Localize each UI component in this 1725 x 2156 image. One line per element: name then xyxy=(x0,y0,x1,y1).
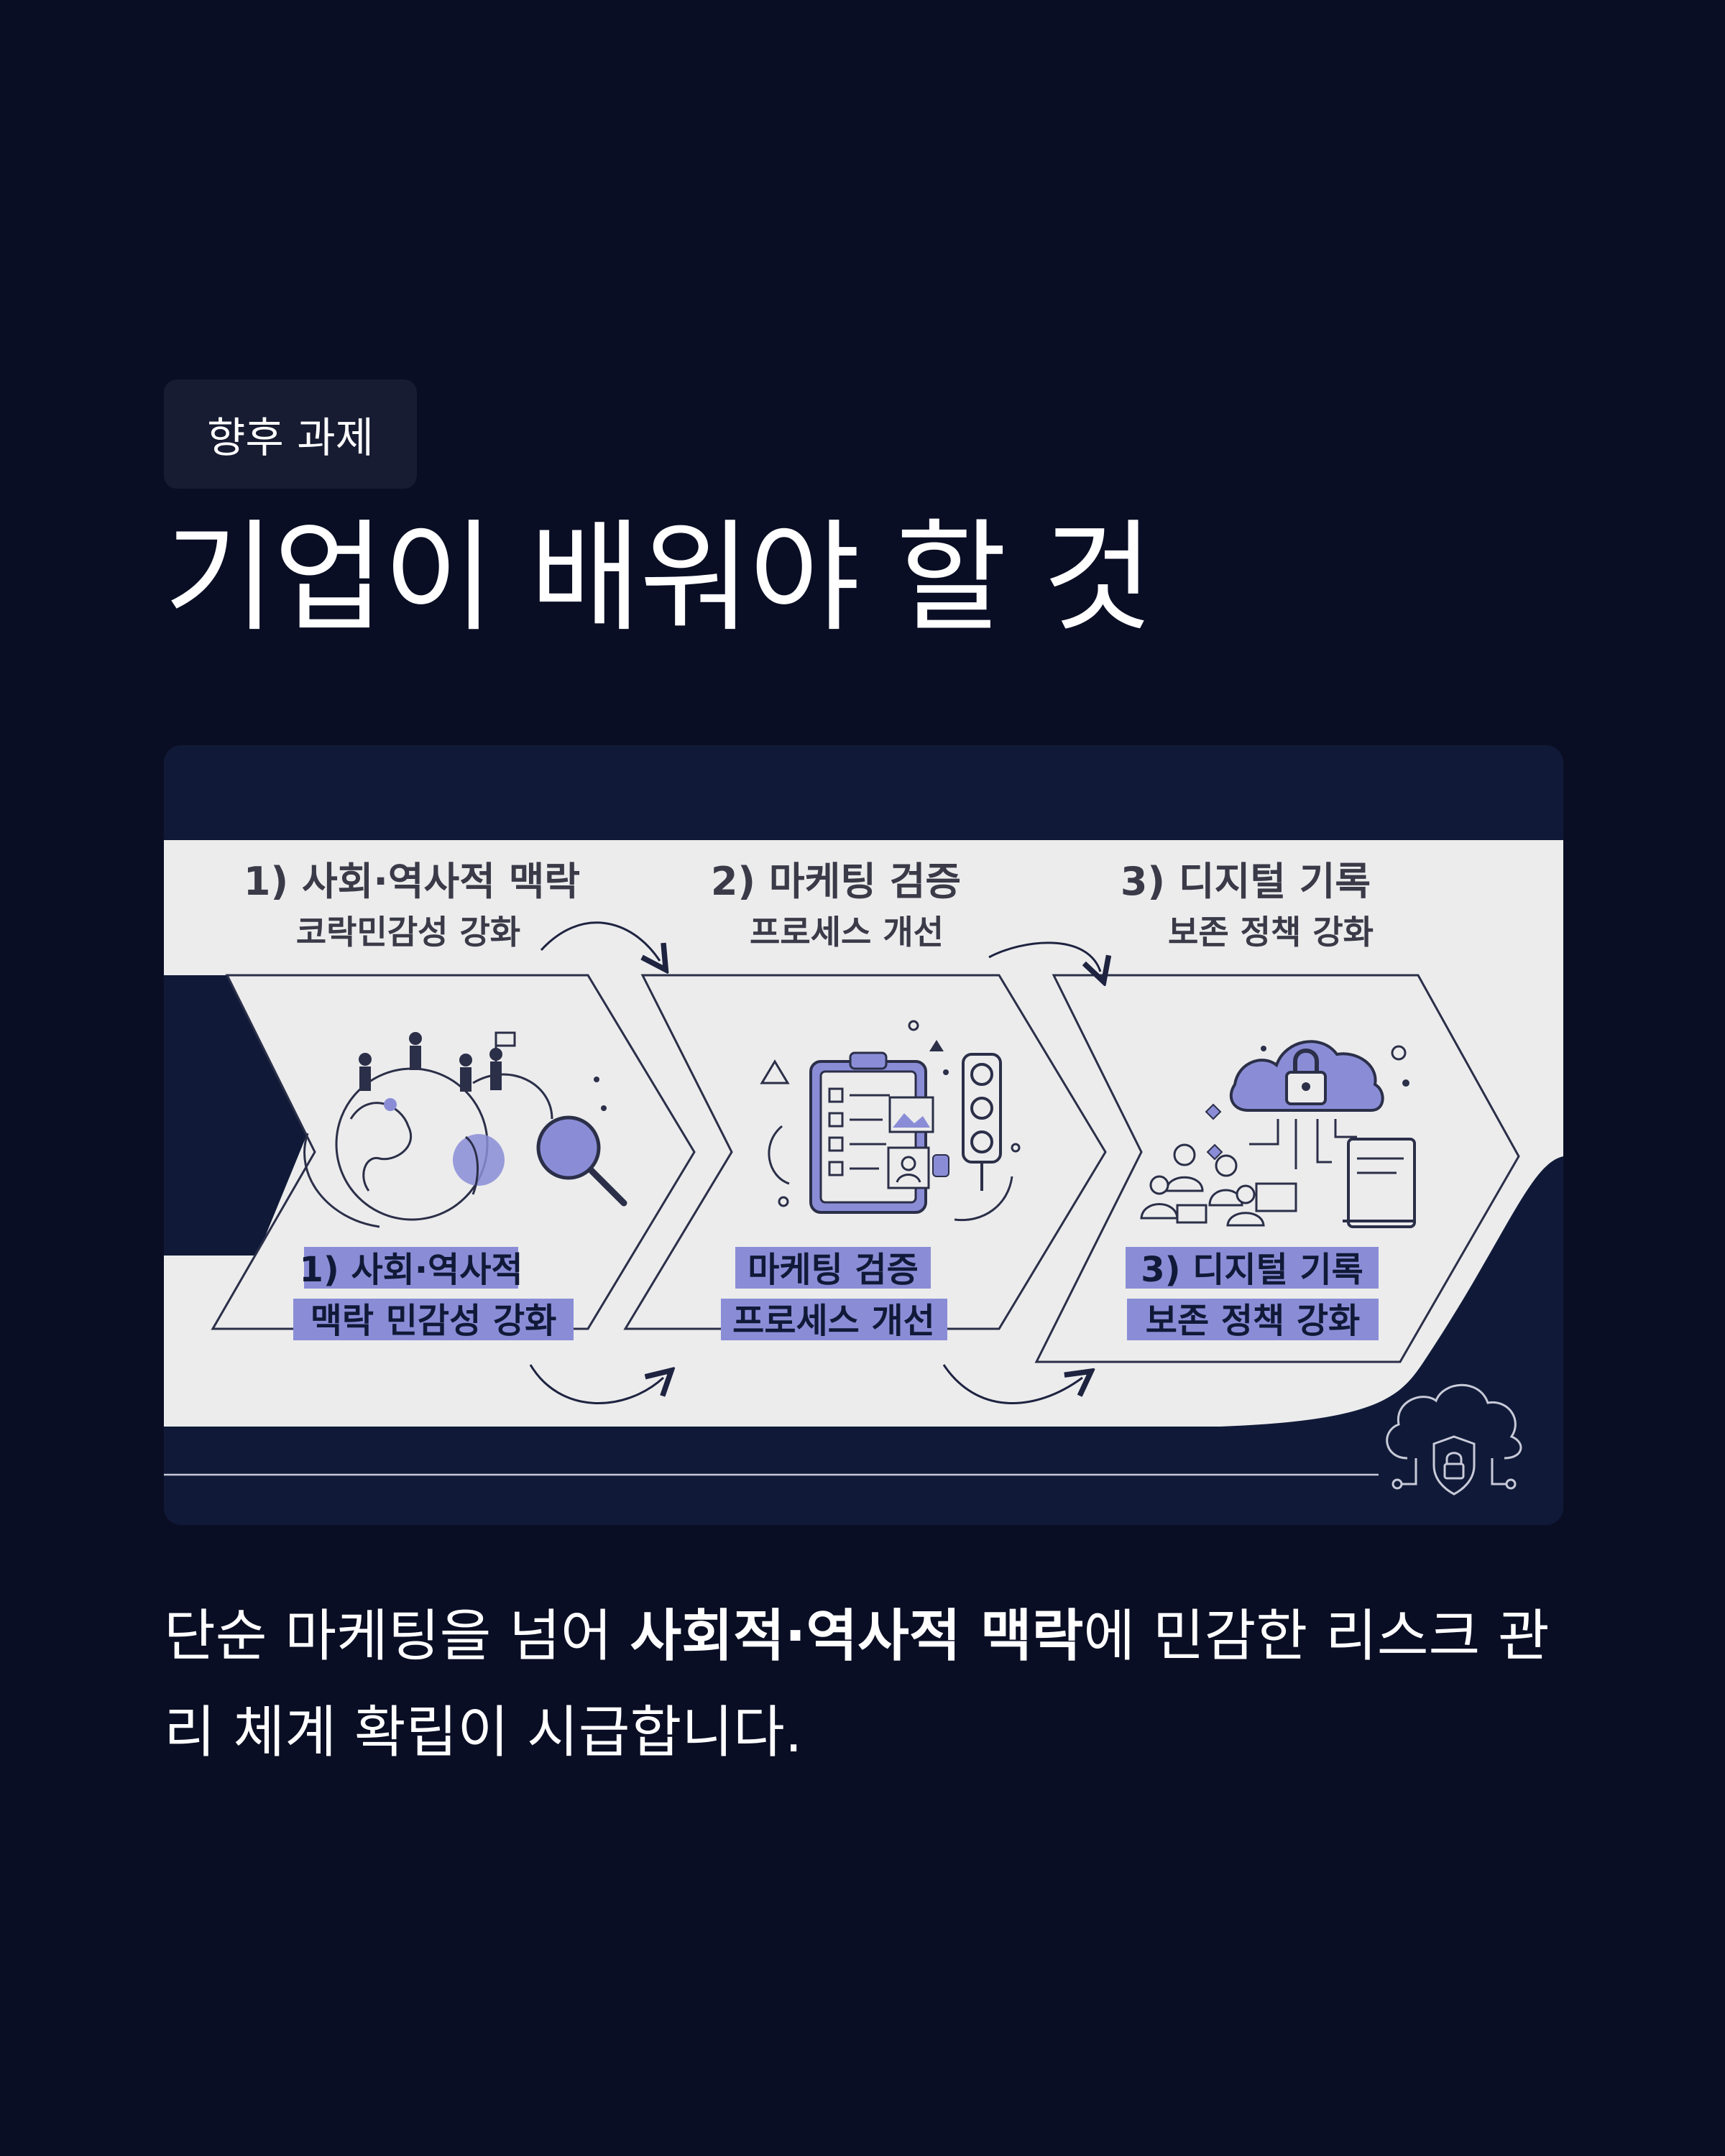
step-2-bottom-subtitle: 프로세스 개선 xyxy=(732,1301,935,1341)
step-2-label-bg xyxy=(721,1299,947,1340)
step-2-label-bg xyxy=(735,1247,931,1289)
step-1-top-title: 1) 사회·역사적 맥락 xyxy=(244,859,580,904)
section-tag: 향후 과제 xyxy=(164,379,417,489)
step-3-label-bg xyxy=(1127,1299,1379,1340)
page-title: 기업이 배워야 할 것 xyxy=(164,507,1154,648)
step-3-top-subtitle: 보존 정책 강화 xyxy=(1168,913,1374,952)
step-1-label-bg xyxy=(304,1247,518,1289)
body-text-before: 단순 마케팅을 넘어 xyxy=(164,1604,630,1669)
body-text-highlight: 사회적·역사적 맥락 xyxy=(630,1604,1084,1669)
connector-arrow xyxy=(540,921,660,961)
connector-arrow xyxy=(988,941,1100,972)
step-2-bottom-title: 마케팅 검증 xyxy=(748,1250,919,1290)
body-paragraph: 단순 마케팅을 넘어 사회적·역사적 맥락에 민감한 리스크 관리 체계 확립이… xyxy=(164,1588,1573,1781)
body-text-after: 에 민감한 리스크 관리 체계 확립이 시급합니다. xyxy=(164,1604,1550,1765)
step-3-label-bg xyxy=(1126,1247,1379,1289)
connector-arrow xyxy=(529,1364,663,1404)
step-1-bottom-title: 1) 사회·역사적 xyxy=(299,1250,523,1290)
infographic-card: 1) 사회·역사적 맥락 코락민감성 강화 2) 마케팅 검증 프로세스 개선 … xyxy=(164,745,1563,1525)
globe-magnifier-icon xyxy=(303,1031,627,1228)
step-2-top-title: 2) 마케팅 검증 xyxy=(711,859,961,904)
step-1-label-bg xyxy=(293,1299,574,1340)
step-1-top-subtitle: 코락민감성 강화 xyxy=(296,913,520,952)
step-3-bottom-title: 3) 디지털 기록 xyxy=(1141,1250,1363,1290)
step-3-bottom-subtitle: 보존 정책 강화 xyxy=(1146,1301,1360,1341)
cloud-shield-lock-icon xyxy=(1386,1383,1522,1496)
step-2-top-subtitle: 프로세스 개선 xyxy=(750,913,944,952)
infographic: 1) 사회·역사적 맥락 코락민감성 강화 2) 마케팅 검증 프로세스 개선 … xyxy=(164,840,1563,1496)
step-3-top-title: 3) 디지털 기록 xyxy=(1121,859,1371,904)
cloud-lock-icon xyxy=(1140,1040,1416,1228)
step-1-bottom-subtitle: 맥락 민감성 강화 xyxy=(310,1301,557,1341)
connector-arrow xyxy=(942,1364,1082,1404)
chevron-step-1 xyxy=(211,974,696,1330)
section-tag-label: 향후 과제 xyxy=(207,413,374,462)
checklist-traffic-light-icon xyxy=(760,1020,1021,1222)
